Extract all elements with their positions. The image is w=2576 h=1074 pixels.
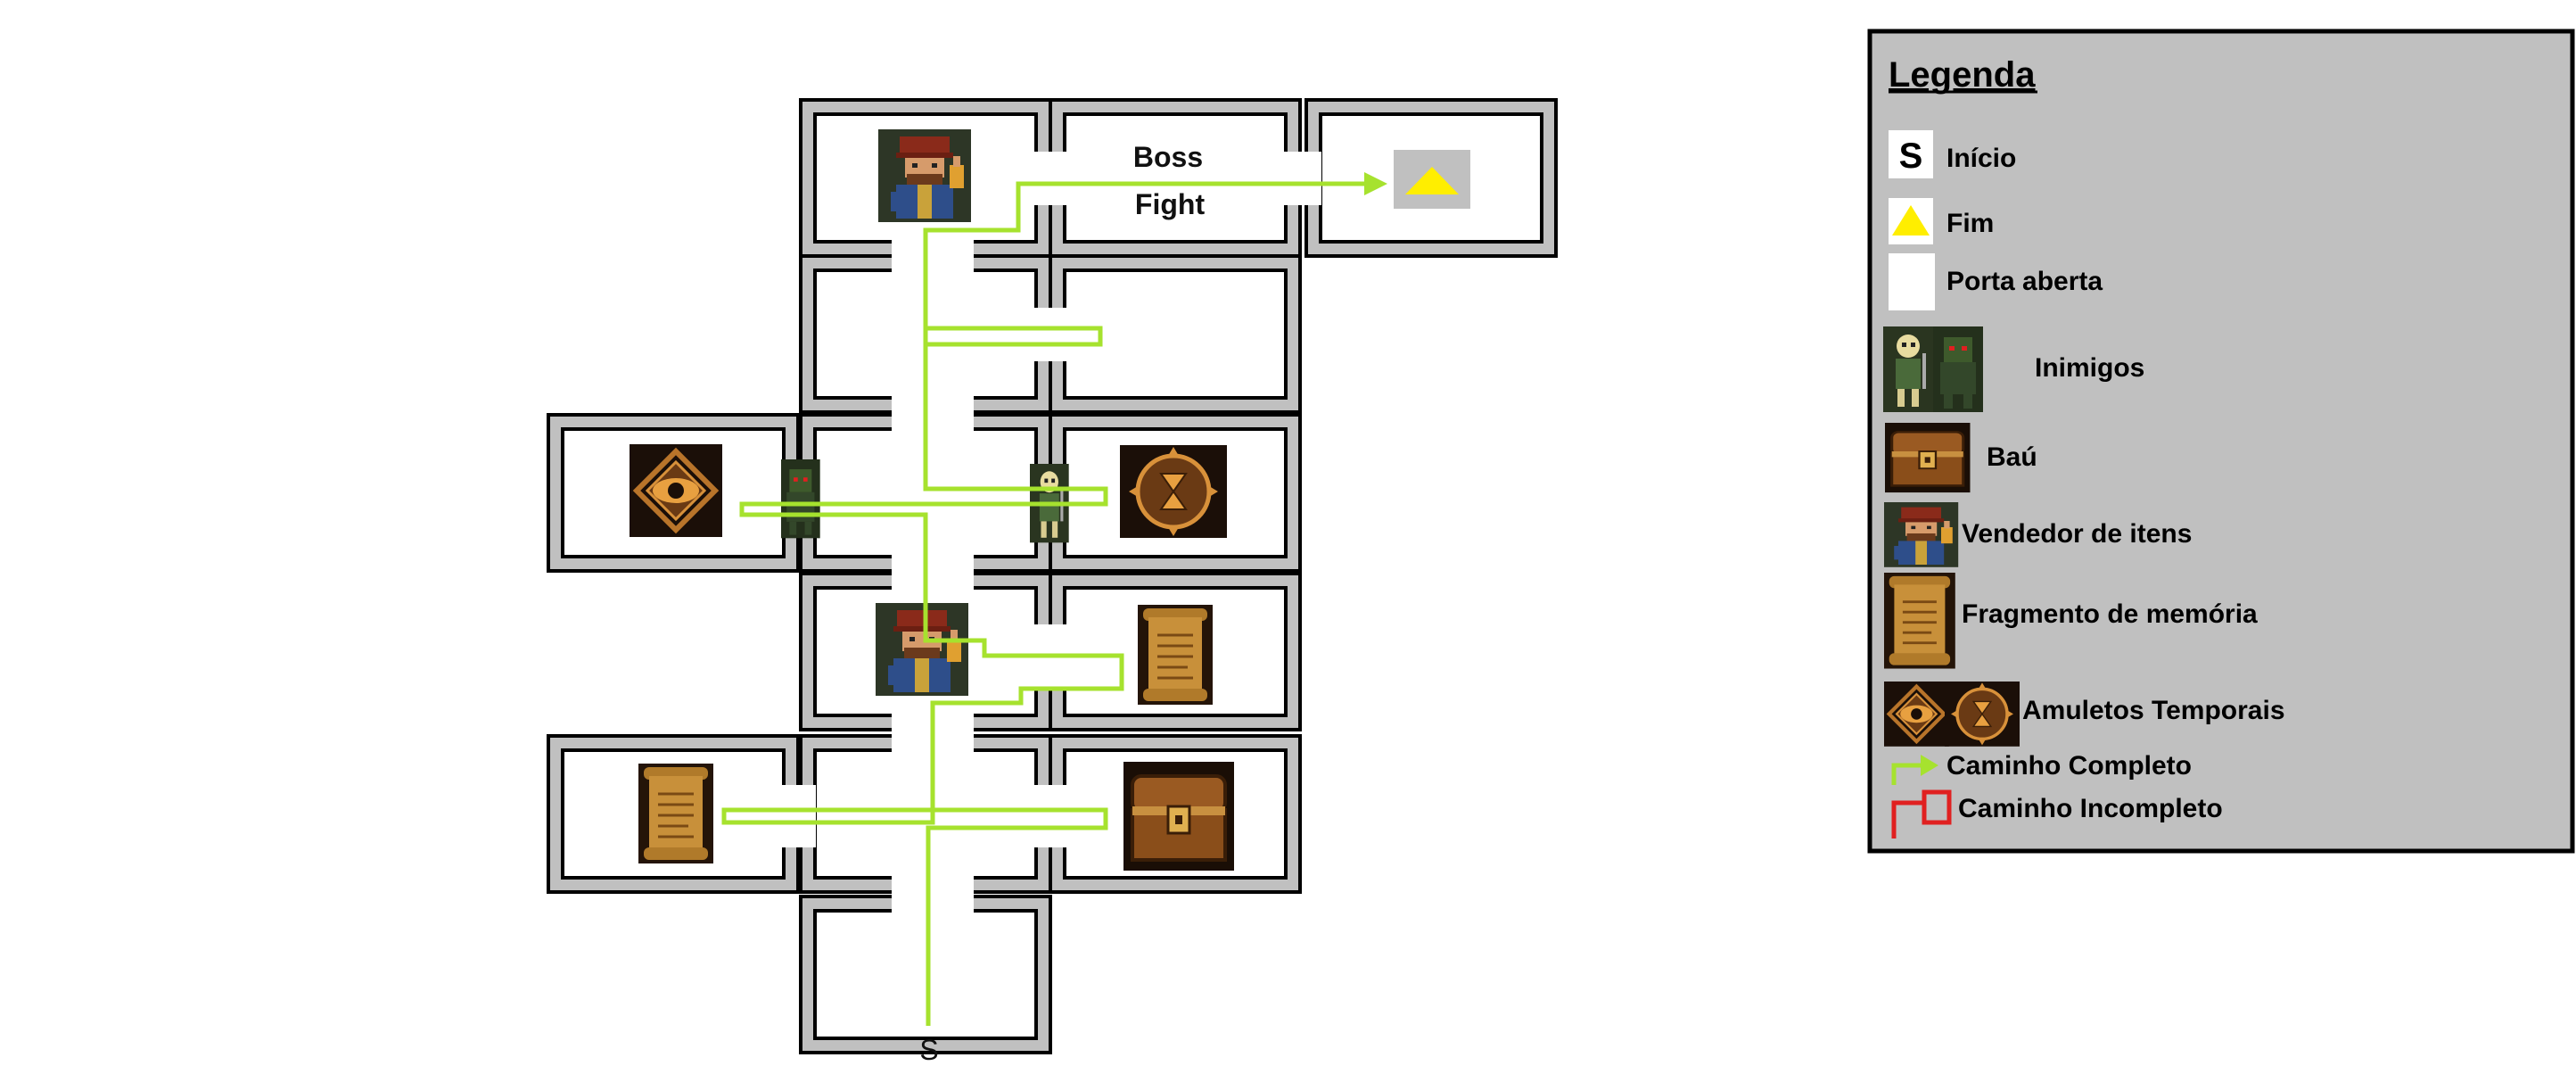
open-door bbox=[1034, 308, 1066, 361]
legend-label-bau: Baú bbox=[1987, 442, 2037, 472]
open-door bbox=[892, 234, 974, 280]
merchant-icon bbox=[876, 603, 968, 696]
open-door bbox=[780, 785, 816, 847]
triangle-icon bbox=[1405, 167, 1459, 194]
legend-label-fim: Fim bbox=[1946, 209, 1994, 238]
complete-path bbox=[721, 181, 1382, 1026]
legend-label-inicio: Início bbox=[1946, 144, 2016, 173]
rooms bbox=[547, 98, 1558, 1054]
legend-label-fragmento: Fragmento de memória bbox=[1962, 599, 2258, 629]
triangle-icon bbox=[1892, 205, 1930, 235]
chest-icon bbox=[1122, 760, 1236, 872]
eye-amulet-icon bbox=[1884, 682, 1949, 747]
legend-label-amuletos: Amuletos Temporais bbox=[2022, 696, 2285, 725]
open-door bbox=[1034, 152, 1066, 205]
open-door bbox=[892, 874, 974, 921]
room-row2-right bbox=[1049, 254, 1302, 414]
open-door bbox=[892, 551, 974, 598]
red-path-icon bbox=[1891, 789, 1952, 839]
path-arrowhead bbox=[1364, 172, 1387, 195]
legend-label-porta-aberta: Porta aberta bbox=[1946, 267, 2103, 296]
boss-fight-label-line2: Fight bbox=[1135, 188, 1206, 220]
hourglass-amulet-icon bbox=[1120, 445, 1227, 538]
enemies-icon bbox=[1883, 326, 1983, 412]
start-label: S bbox=[919, 1034, 938, 1066]
scroll-icon bbox=[1136, 603, 1214, 706]
end-marker bbox=[1394, 150, 1470, 209]
merchant-icon bbox=[878, 129, 971, 222]
green-arrow-icon bbox=[1891, 755, 1938, 785]
scroll-icon bbox=[637, 762, 715, 865]
eye-amulet-icon bbox=[630, 444, 722, 537]
legend-label-vendedor: Vendedor de itens bbox=[1962, 519, 2192, 549]
legend-label-caminho-completo: Caminho Completo bbox=[1946, 751, 2192, 781]
open-door-icon bbox=[1889, 253, 1935, 310]
legend-label-inimigos: Inimigos bbox=[2035, 353, 2144, 383]
merchant-icon bbox=[1884, 502, 1959, 567]
start-s-glyph: S bbox=[1899, 136, 1923, 176]
boss-fight-label-line1: Boss bbox=[1133, 141, 1203, 173]
legend-label-caminho-incompleto: Caminho Incompleto bbox=[1958, 794, 2223, 823]
goblin-enemy-icon bbox=[781, 459, 820, 539]
legend-title: Legenda bbox=[1889, 55, 2036, 95]
scroll-icon bbox=[1882, 571, 1957, 670]
chest-icon bbox=[1883, 421, 1972, 494]
open-door bbox=[892, 392, 974, 439]
start-s-icon bbox=[1889, 130, 1933, 178]
open-door bbox=[1284, 152, 1321, 205]
legend: Legenda S Início Fim Porta aberta Inimig… bbox=[1867, 29, 2575, 854]
open-door bbox=[1034, 785, 1066, 847]
hourglass-amulet-icon bbox=[1943, 680, 2021, 748]
room-boss-fight bbox=[1049, 98, 1302, 258]
